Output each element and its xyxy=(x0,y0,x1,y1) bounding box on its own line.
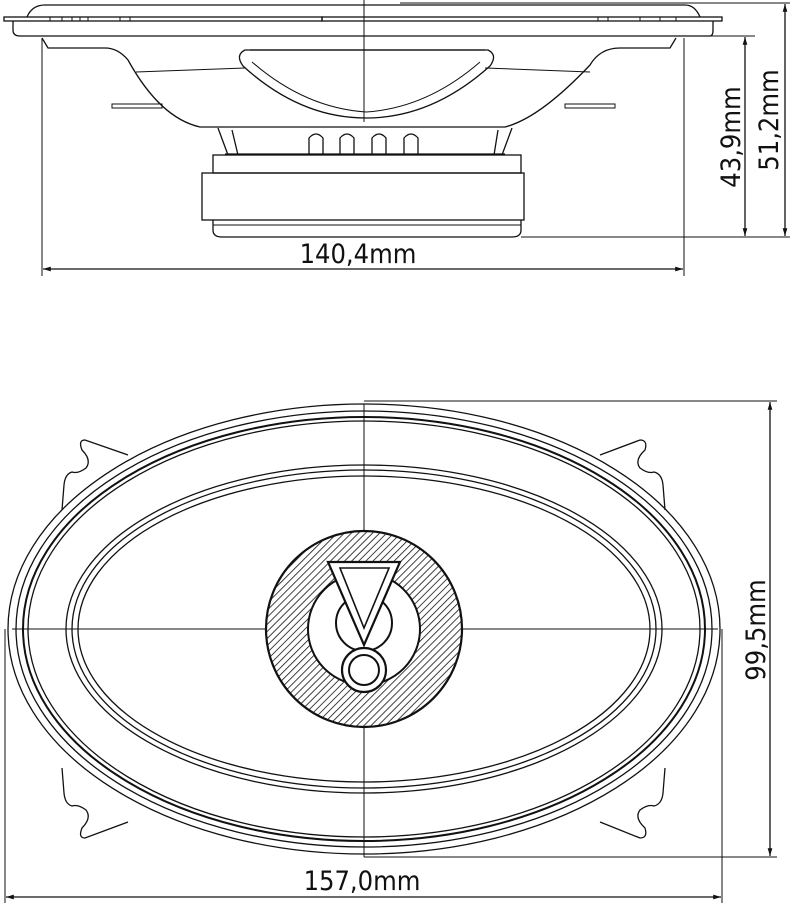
dimension-mounting-depth xyxy=(521,35,790,238)
label-basket-width: 140,4mm xyxy=(300,239,417,270)
mounting-tab-bottom-left xyxy=(61,767,129,839)
center-emblem xyxy=(264,529,464,729)
flange xyxy=(3,4,723,37)
cone xyxy=(238,49,495,119)
dimension-basket-width xyxy=(41,38,685,276)
label-front-height: 99,5mm xyxy=(741,579,772,680)
mounting-tabs xyxy=(61,439,666,839)
center-crosshair xyxy=(12,404,718,857)
dimension-front-height xyxy=(364,400,777,858)
terminal-tab xyxy=(308,133,419,155)
dimension-front-width xyxy=(4,629,723,903)
dimension-total-depth xyxy=(400,2,790,236)
label-total-depth: 51,2mm xyxy=(754,69,785,170)
mounting-tab-top-left xyxy=(61,439,129,511)
mounting-tab-bottom-right xyxy=(599,767,666,839)
terminals xyxy=(217,127,513,156)
side-profile-view xyxy=(3,0,790,276)
basket xyxy=(41,37,677,128)
front-face-view xyxy=(4,400,777,903)
label-front-width: 157,0mm xyxy=(304,866,421,897)
label-mounting-depth: 43,9mm xyxy=(716,86,747,187)
mounting-tab-top-right xyxy=(599,439,666,511)
magnet xyxy=(201,154,525,238)
